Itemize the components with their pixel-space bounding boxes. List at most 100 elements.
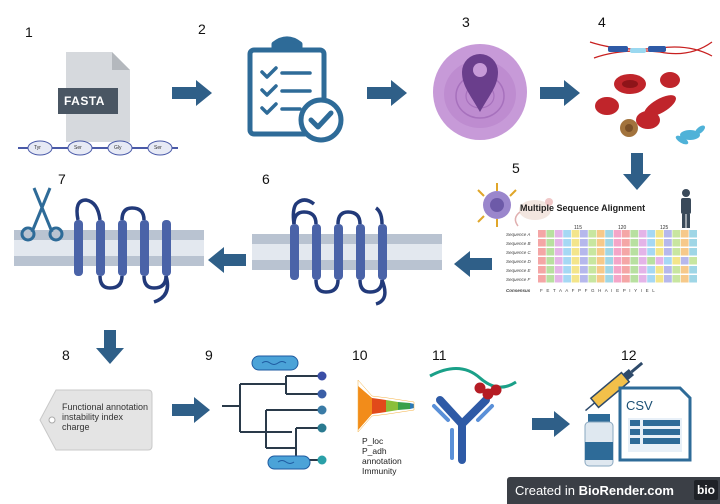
step-number-11: 11 — [432, 347, 447, 363]
msa-cell — [563, 257, 571, 265]
funnel-line: annotation — [362, 456, 402, 466]
arrow-1-2 — [172, 80, 212, 106]
phylogenetic-tree-icon — [222, 355, 327, 470]
step-number-3: 3 — [462, 14, 470, 30]
msa-cell — [655, 248, 664, 256]
msa-cell — [647, 257, 655, 265]
msa-cell — [672, 257, 681, 265]
arrow-11-12 — [532, 411, 570, 437]
tag-line: Functional annotation — [62, 402, 149, 412]
step-number-6: 6 — [262, 171, 270, 187]
msa-cell — [672, 230, 681, 238]
msa-cell — [622, 266, 630, 274]
msa-cell — [588, 257, 597, 265]
msa-row-label: Sequence E — [506, 268, 531, 273]
msa-cell — [605, 266, 613, 274]
msa-cell — [596, 275, 605, 283]
step-number-10: 10 — [352, 347, 368, 363]
msa-cell — [664, 257, 672, 265]
msa-cell — [680, 257, 689, 265]
step-number-7: 7 — [58, 171, 66, 187]
msa-cell — [588, 248, 597, 256]
msa-cell — [638, 230, 647, 238]
msa-cell — [596, 230, 605, 238]
msa-cell — [647, 230, 655, 238]
msa-cell — [647, 275, 655, 283]
msa-cell — [538, 248, 546, 256]
msa-grid — [538, 230, 697, 283]
msa-cell — [605, 230, 613, 238]
msa-cell — [538, 257, 546, 265]
msa-cell — [571, 266, 580, 274]
msa-cell — [563, 275, 571, 283]
msa-row-label: Sequence F — [506, 277, 531, 282]
msa-cell — [580, 257, 588, 265]
funnel-line: P_loc — [362, 436, 384, 446]
msa-cell — [580, 248, 588, 256]
residue-label: Ser — [74, 145, 82, 151]
arrow-6-7 — [208, 247, 246, 273]
msa-cell — [638, 275, 647, 283]
msa-cell — [571, 257, 580, 265]
membrane-protein-7 — [14, 198, 204, 304]
msa-cell — [613, 257, 622, 265]
msa-cell — [546, 239, 555, 247]
msa-position: 125 — [660, 225, 669, 231]
msa-cell — [613, 239, 622, 247]
msa-cell — [605, 257, 613, 265]
msa-cell — [546, 248, 555, 256]
step-number-9: 9 — [205, 347, 213, 363]
msa-cell — [630, 275, 639, 283]
clipboard-checklist-icon — [247, 36, 344, 143]
funnel-text: P_loc P_adh annotation Immunity — [362, 436, 402, 476]
msa-consensus: F E T A A F P F G H A I E P I Y I E L — [540, 288, 656, 293]
msa-cell — [622, 248, 630, 256]
msa-cell — [664, 266, 672, 274]
msa-title: Multiple Sequence Alignment — [520, 203, 646, 213]
msa-cell — [689, 230, 697, 238]
msa-cell — [546, 266, 555, 274]
msa-cell — [596, 266, 605, 274]
msa-cell — [664, 239, 672, 247]
badge-text: Created in BioRender.com — [515, 483, 674, 498]
immune-cell-icon — [477, 183, 517, 227]
msa-cell — [605, 248, 613, 256]
antibody-icon — [429, 367, 517, 464]
msa-cell — [571, 230, 580, 238]
host-cells-fibers-icon — [589, 41, 713, 145]
msa-cell — [554, 266, 563, 274]
msa-cell — [622, 275, 630, 283]
funnel-line: P_adh — [362, 446, 387, 456]
msa-cell — [672, 275, 681, 283]
msa-cell — [571, 239, 580, 247]
msa-cell — [672, 248, 681, 256]
msa-cell — [554, 239, 563, 247]
funnel-icon — [357, 379, 415, 433]
msa-row-label: Sequence A — [506, 232, 531, 237]
msa-cell — [680, 266, 689, 274]
step-number-4: 4 — [598, 14, 606, 30]
arrow-8-9 — [172, 397, 210, 423]
msa-cell — [580, 239, 588, 247]
msa-cell — [538, 266, 546, 274]
tag-line: instability index — [62, 412, 124, 422]
step-number-12: 12 — [621, 347, 637, 363]
tag-line: charge — [62, 422, 90, 432]
biorender-badge[interactable]: Created in BioRender.com bio — [507, 477, 720, 504]
msa-cell — [546, 257, 555, 265]
msa-cell — [689, 275, 697, 283]
msa-cell — [638, 248, 647, 256]
msa-cell — [664, 248, 672, 256]
arrow-5-6 — [454, 251, 492, 277]
msa-cell — [613, 248, 622, 256]
mouse-icon — [514, 198, 553, 227]
msa-cell — [680, 239, 689, 247]
msa-cell — [622, 239, 630, 247]
biorender-logo: bio — [694, 480, 718, 500]
vial-icon — [584, 414, 614, 467]
fasta-label: FASTA — [64, 94, 105, 108]
residue-label: Ser — [154, 145, 162, 151]
msa-cell — [563, 239, 571, 247]
msa-cell — [571, 275, 580, 283]
